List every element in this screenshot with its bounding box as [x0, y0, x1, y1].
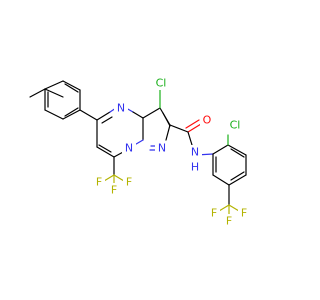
fluorine-label-5: F — [241, 207, 247, 220]
amide-nitrogen-label: N — [191, 146, 199, 159]
amide-hydrogen-label: H — [191, 161, 199, 174]
chlorine-label-right: Cl — [230, 119, 241, 132]
pyrimidine-nitrogen-label: N — [117, 102, 125, 115]
fluorine-label-1: F — [96, 176, 102, 189]
aryl-ring-right — [212, 134, 247, 217]
bridge-nitrogen-label-2: N — [158, 142, 166, 155]
fluorine-label-4: F — [211, 207, 217, 220]
fluorine-label-6: F — [226, 215, 232, 228]
molecule-structure: N Cl O Cl N N N H F F F F F F — [29, 76, 250, 228]
pyrimidine-ring — [96, 107, 144, 158]
amide-group — [169, 119, 214, 156]
chlorine-label-top: Cl — [156, 77, 167, 90]
bridge-nitrogen-label-1: N — [125, 142, 133, 155]
tolyl-group — [29, 80, 98, 121]
fluorine-label-3: F — [111, 184, 117, 197]
atom-labels: N Cl O Cl N N N H F F F F F F — [93, 76, 250, 228]
fluorine-label-2: F — [126, 176, 132, 189]
oxygen-label: O — [203, 114, 212, 127]
cf3-group-left — [103, 156, 125, 187]
